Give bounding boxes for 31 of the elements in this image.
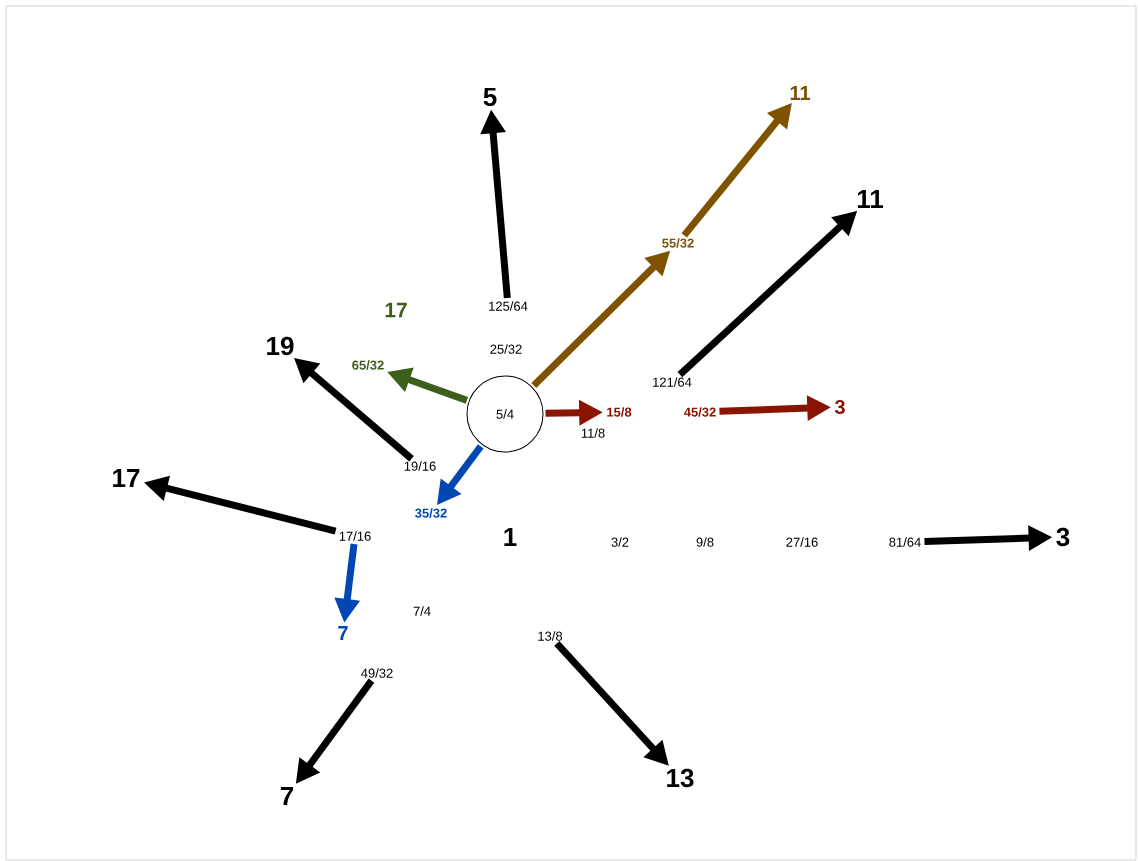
- prime-label: 7: [280, 787, 294, 805]
- ratio-label: 13/8: [538, 631, 563, 641]
- prime-label: 3: [1056, 527, 1070, 547]
- ratio-label: 55/32: [662, 238, 694, 248]
- ratio-label: 121/64: [653, 377, 692, 387]
- ratio-label: 35/32: [415, 508, 447, 518]
- ratio-label: 7/4: [413, 606, 431, 616]
- ratio-label: 45/32: [683, 407, 716, 417]
- ratio-label: 27/16: [786, 537, 818, 547]
- ratio-label: 15/8: [607, 407, 632, 417]
- prime-label: 17: [113, 469, 140, 487]
- prime-label: 17: [385, 302, 407, 318]
- ratio-label: 81/64: [889, 537, 921, 547]
- ratio-label: 3/2: [611, 537, 629, 547]
- ratio-label: 25/32: [490, 344, 522, 354]
- prime-label: 19: [267, 336, 294, 356]
- prime-label: 11: [857, 190, 884, 208]
- ratio-label: 49/32: [361, 668, 393, 678]
- prime-label: 11: [790, 86, 811, 100]
- ratio-label: 125/64: [489, 301, 528, 311]
- ratio-label: 65/32: [352, 360, 384, 370]
- prime-label: 1: [504, 528, 517, 546]
- ratio-label: 19/16: [404, 461, 436, 471]
- prime-label: 13: [667, 768, 694, 788]
- circled-ratio: 5/4: [466, 375, 544, 453]
- prime-label: 5: [483, 87, 497, 107]
- ratio-label: 9/8: [696, 537, 714, 547]
- ratio-label: 11/8: [581, 428, 605, 438]
- prime-label: 3: [834, 399, 845, 415]
- ratio-label: 17/16: [339, 531, 371, 541]
- prime-label: 7: [338, 626, 348, 640]
